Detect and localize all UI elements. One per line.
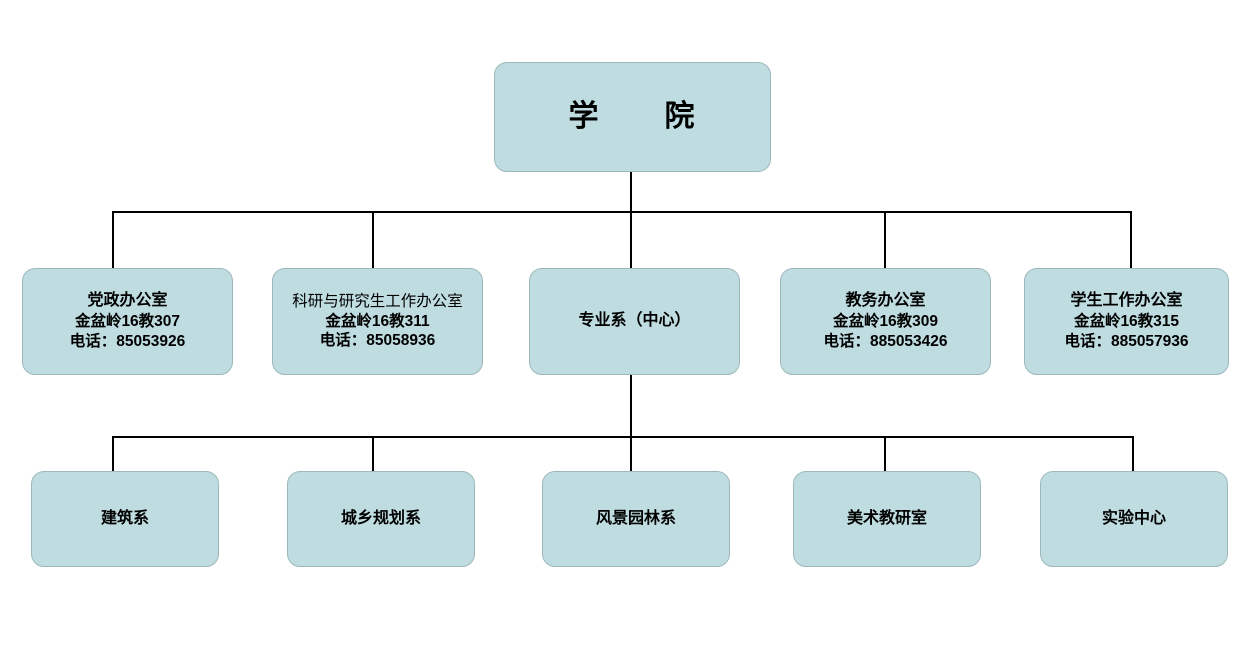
node-phone: 电话：885057936 bbox=[1064, 332, 1189, 350]
node-departments-hub[interactable]: 专业系（中心） bbox=[529, 268, 740, 375]
node-phone: 电话：885053426 bbox=[823, 332, 948, 350]
node-address: 金盆岭16教311 bbox=[325, 312, 430, 330]
node-title: 学生工作办公室 bbox=[1070, 292, 1183, 310]
node-architecture-department[interactable]: 建筑系 bbox=[31, 471, 219, 567]
node-urban-rural-planning-department[interactable]: 城乡规划系 bbox=[287, 471, 475, 567]
connector-drop-office-5 bbox=[1130, 211, 1132, 269]
connector-hub-stem bbox=[630, 375, 632, 438]
connector-drop-dept-5 bbox=[1132, 436, 1134, 472]
node-phone: 电话：85053926 bbox=[69, 332, 186, 350]
connector-bus-level2 bbox=[112, 211, 1132, 213]
connector-drop-office-2 bbox=[372, 211, 374, 269]
node-title: 风景园林系 bbox=[595, 509, 676, 527]
node-phone: 电话：85058936 bbox=[319, 332, 436, 350]
node-research-graduate-office[interactable]: 科研与研究生工作办公室 金盆岭16教311 电话：85058936 bbox=[272, 268, 483, 375]
connector-drop-dept-4 bbox=[884, 436, 886, 472]
node-title: 城乡规划系 bbox=[340, 509, 421, 527]
node-title: 专业系（中心） bbox=[578, 312, 691, 330]
node-address: 金盆岭16教307 bbox=[74, 312, 181, 330]
connector-drop-dept-3 bbox=[630, 436, 632, 472]
connector-drop-dept-2 bbox=[372, 436, 374, 472]
connector-drop-office-1 bbox=[112, 211, 114, 269]
node-address: 金盆岭16教315 bbox=[1073, 312, 1180, 330]
node-title: 教务办公室 bbox=[845, 292, 926, 310]
node-party-government-office[interactable]: 党政办公室 金盆岭16教307 电话：85053926 bbox=[22, 268, 233, 375]
connector-drop-departments-hub bbox=[630, 211, 632, 269]
node-student-affairs-office[interactable]: 学生工作办公室 金盆岭16教315 电话：885057936 bbox=[1024, 268, 1229, 375]
node-title: 学 院 bbox=[568, 99, 697, 133]
node-college-root[interactable]: 学 院 bbox=[494, 62, 771, 172]
node-title: 科研与研究生工作办公室 bbox=[292, 292, 463, 310]
node-title: 美术教研室 bbox=[846, 509, 927, 527]
connector-drop-office-4 bbox=[884, 211, 886, 269]
connector-drop-dept-1 bbox=[112, 436, 114, 472]
node-fine-arts-teaching-section[interactable]: 美术教研室 bbox=[793, 471, 981, 567]
node-address: 金盆岭16教309 bbox=[832, 312, 939, 330]
node-landscape-architecture-department[interactable]: 风景园林系 bbox=[542, 471, 730, 567]
connector-root-stem bbox=[630, 172, 632, 213]
node-title: 建筑系 bbox=[100, 509, 149, 527]
node-title: 党政办公室 bbox=[87, 292, 168, 310]
connector-bus-level3 bbox=[112, 436, 1134, 438]
node-experiment-center[interactable]: 实验中心 bbox=[1040, 471, 1228, 567]
node-academic-affairs-office[interactable]: 教务办公室 金盆岭16教309 电话：885053426 bbox=[780, 268, 991, 375]
node-title: 实验中心 bbox=[1101, 509, 1166, 527]
